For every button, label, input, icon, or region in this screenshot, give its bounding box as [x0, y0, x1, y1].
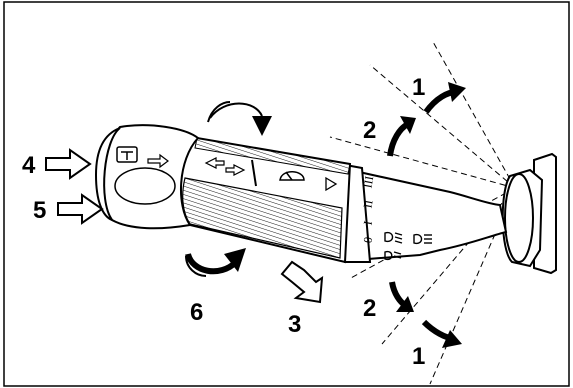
callout-6: 6 [190, 299, 203, 326]
end-cap [96, 125, 198, 228]
callout-1-top: 1 [412, 74, 425, 101]
callout-3: 3 [288, 311, 301, 338]
position-mark-3: III [360, 175, 376, 189]
callout-2-top: 2 [363, 117, 376, 144]
callout-2-bottom: 2 [363, 295, 376, 322]
callout-5: 5 [33, 197, 46, 224]
callout-1-bottom: 1 [412, 343, 425, 370]
callout-4: 4 [22, 152, 36, 179]
